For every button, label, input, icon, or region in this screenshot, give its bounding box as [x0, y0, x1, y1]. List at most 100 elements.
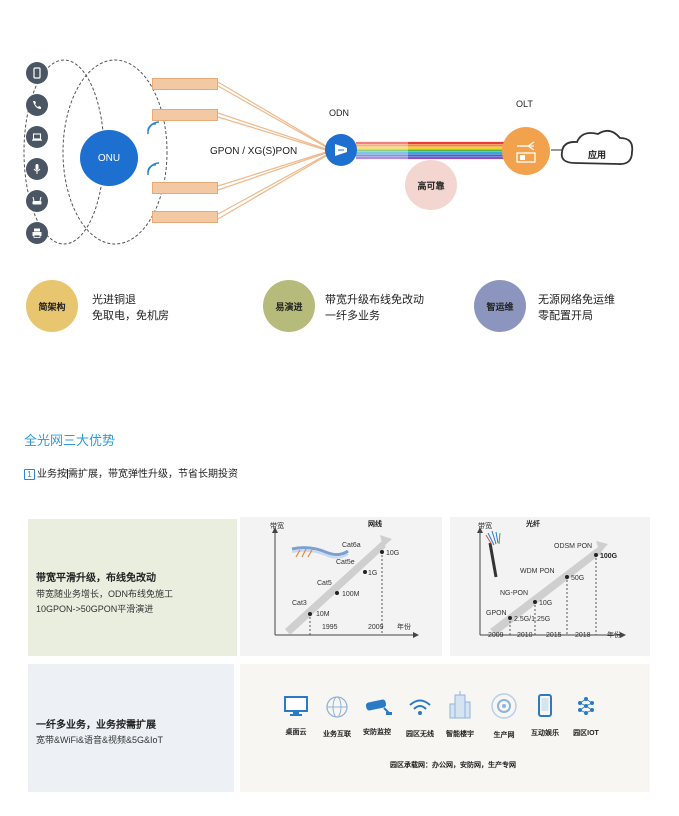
- panel-title: 一纤多业务，业务按需扩展: [36, 720, 156, 731]
- service-entertainment: 互动娱乐: [519, 693, 571, 738]
- panel-title: 带宽平滑升级，布线免改动: [36, 573, 156, 584]
- advantage-line: 带宽升级布线免改动: [325, 294, 424, 306]
- service-surveillance: 安防监控: [351, 694, 403, 737]
- building-icon: [449, 691, 471, 719]
- campus-note: 园区承载网：办公网，安防网，生产专网: [390, 762, 516, 769]
- fiber-point: [533, 600, 537, 604]
- fiber-cable-picture: [485, 530, 501, 578]
- mobile-icon: [538, 694, 552, 717]
- subtitle-text: 需扩展，带宽弹性升级，节省长期投资: [68, 469, 238, 480]
- service-label: 园区无线: [406, 731, 434, 738]
- reliability-label: 高可靠: [417, 180, 445, 191]
- subtitle-text: 业务按: [37, 469, 67, 480]
- advantage-text: 光进铜退免取电，免机房: [92, 292, 169, 324]
- service-interconnect: 业务互联: [311, 694, 363, 739]
- number-badge: 1: [24, 469, 35, 480]
- access-box: [152, 211, 218, 223]
- splitter-icon: [335, 144, 347, 156]
- advantage-text: 带宽升级布线免改动一纤多业务: [325, 292, 424, 324]
- olt-icon: [516, 141, 536, 163]
- wifi-icon: [409, 699, 431, 715]
- service-label: 业务互联: [323, 731, 351, 738]
- copper-evolution-chart: 带宽 网线 年份 Cat310MCat5100MCat5e1GCat6a10G1…: [270, 519, 419, 638]
- copper-ylabel: 带宽: [270, 521, 284, 530]
- printer-icon: [26, 222, 48, 244]
- olt-label: OLT: [516, 99, 533, 109]
- service-desktop-cloud: 桌面云: [270, 694, 322, 737]
- copper-point: [335, 591, 339, 595]
- service-label: 智能楼宇: [446, 731, 474, 738]
- service-building: 智能楼宇: [434, 690, 486, 739]
- desktop-cloud-icon: [284, 696, 308, 716]
- advantage-line: 免取电，免机房: [92, 310, 169, 322]
- copper-year: 1995: [322, 624, 338, 631]
- copper-point-speed: 10M: [316, 611, 330, 618]
- copper-point-name: Cat5e: [336, 559, 355, 566]
- call-icon: [26, 94, 48, 116]
- copper-point: [380, 550, 384, 554]
- cable-picture: [291, 546, 349, 559]
- service-wireless: 园区无线: [394, 694, 446, 739]
- access-box: [152, 182, 218, 194]
- access-box: [152, 78, 218, 90]
- network-diagram: [23, 59, 634, 245]
- fiber-point: [565, 575, 569, 579]
- advantage-line: 无源网络免运维: [538, 294, 615, 306]
- service-production: 生产网: [478, 691, 530, 740]
- fiber-point-name: WDM PON: [520, 568, 555, 575]
- fiber-point-speed: 10G: [539, 600, 552, 607]
- onu-node: ONU: [80, 130, 138, 186]
- service-label: 互动娱乐: [531, 730, 559, 737]
- microphone-icon: [26, 158, 48, 180]
- advantage-label: 简架构: [38, 301, 66, 312]
- fiber-point-name: NG-PON: [500, 590, 528, 597]
- copper-year: 2009: [368, 624, 384, 631]
- fiber-point-speed: 100G: [600, 553, 618, 560]
- advantage-circle-ops: 智运维: [474, 280, 526, 332]
- advantage-label: 智运维: [486, 301, 514, 312]
- fiber-year: 2010: [517, 632, 533, 639]
- service-label: 安防监控: [363, 729, 391, 736]
- router-icon: [26, 190, 48, 212]
- text-cursor: [67, 469, 68, 480]
- copper-title: 网线: [368, 519, 382, 528]
- advantage-label: 易演进: [275, 301, 303, 312]
- gear-icon: [491, 693, 517, 719]
- fiber-point-name: ODSM PON: [554, 543, 592, 550]
- copper-point: [308, 612, 312, 616]
- reliability-badge: 高可靠: [405, 160, 457, 210]
- advantage-circle-simple: 简架构: [26, 280, 78, 332]
- panel-line: 宽带&WiFi&语音&视频&5G&IoT: [36, 735, 164, 745]
- fiber-year: 2015: [546, 632, 562, 639]
- fiber-point: [594, 553, 598, 557]
- camera-icon: [365, 699, 392, 715]
- fiber-point-name: GPON: [486, 610, 507, 617]
- odn-label: ODN: [329, 108, 349, 118]
- laptop-icon: [26, 126, 48, 148]
- bandwidth-panel: 带宽平滑升级，布线免改动 带宽随业务增长，ODN布线免施工 10GPON->50…: [28, 519, 237, 656]
- copper-point-speed: 10G: [386, 550, 399, 557]
- section-title: 全光网三大优势: [24, 433, 116, 448]
- fiber-year: 2018: [575, 632, 591, 639]
- odn-node: [325, 134, 357, 166]
- pon-label: GPON / XG(S)PON: [210, 146, 298, 157]
- onu-label: ONU: [97, 152, 121, 164]
- service-iot: 园区IOT: [560, 693, 612, 738]
- panel-line: 带宽随业务增长，ODN布线免施工: [36, 589, 174, 599]
- copper-xlabel: 年份: [397, 622, 411, 631]
- advantage-line: 零配置开局: [538, 310, 593, 322]
- copper-point-speed: 100M: [342, 591, 360, 598]
- advantage-text: 无源网络免运维零配置开局: [538, 292, 615, 324]
- globe-icon: [326, 696, 348, 718]
- advantage-line: 光进铜退: [92, 294, 136, 306]
- copper-point-name: Cat5: [317, 580, 332, 587]
- fiber-point-speed: 50G: [571, 575, 584, 582]
- services-panel: 桌面云 业务互联 安防监控 园区无线 智能楼宇 生产网 互动娱乐 园区IOT 园…: [240, 664, 650, 792]
- olt-node: [502, 127, 550, 175]
- service-label: 桌面云: [285, 729, 307, 736]
- copper-point-name: Cat3: [292, 600, 307, 607]
- copper-point-name: Cat6a: [342, 542, 361, 549]
